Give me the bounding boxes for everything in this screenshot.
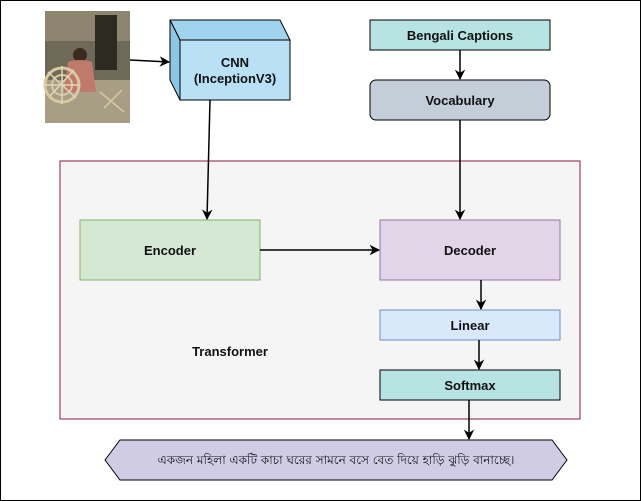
cnn-block: CNN (InceptionV3)	[169, 19, 291, 101]
vocabulary-label: Vocabulary	[425, 93, 495, 108]
arrow-photo-to-cnn	[129, 56, 171, 67]
bengali-captions-box	[369, 19, 551, 51]
softmax-label: Softmax	[444, 378, 496, 393]
transformer-label: Transformer	[192, 344, 268, 359]
decoder-box	[379, 219, 561, 281]
softmax-box	[379, 369, 561, 401]
output-caption-text: একজন মহিলা একটি কাচা ঘরের সামনে বসে বেত …	[158, 453, 515, 468]
cnn-label-line2: (InceptionV3)	[194, 71, 276, 86]
linear-box	[379, 309, 561, 341]
decoder-label: Decoder	[444, 243, 496, 258]
encoder-label: Encoder	[144, 243, 196, 258]
input-photo	[43, 11, 130, 123]
cnn-label-line1: CNN	[221, 55, 249, 70]
encoder-box	[79, 219, 261, 281]
linear-label: Linear	[450, 318, 489, 333]
bengali-captions-label: Bengali Captions	[407, 28, 513, 43]
output-caption-box	[104, 439, 568, 481]
arrow-cnn-to-encoder	[201, 99, 213, 221]
